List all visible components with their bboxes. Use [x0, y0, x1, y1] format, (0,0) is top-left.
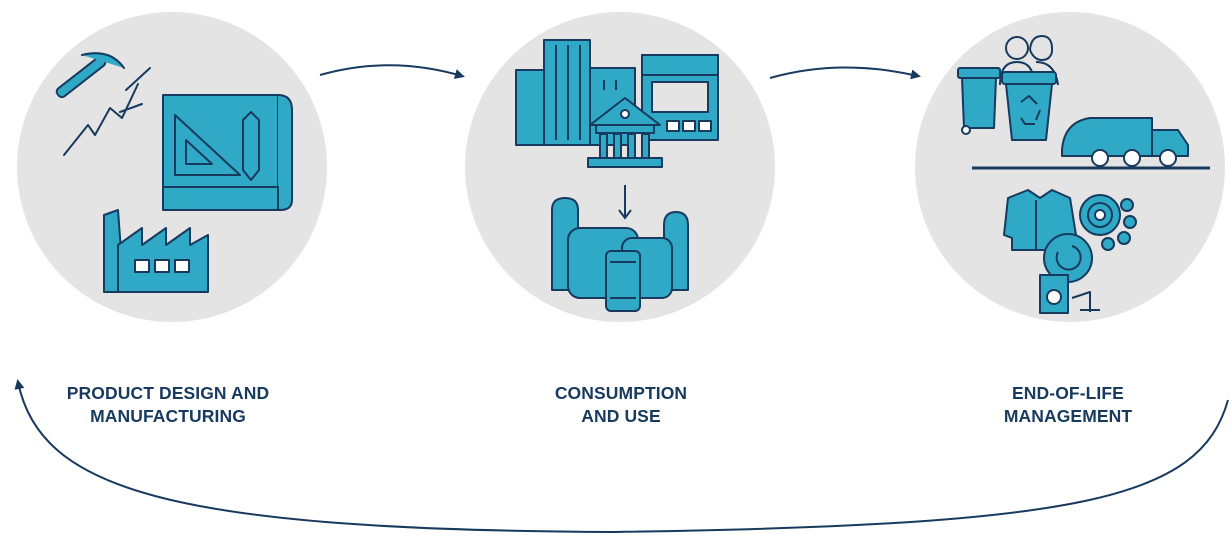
stage-label-end-of-life: END-OF-LIFE MANAGEMENT	[918, 382, 1218, 428]
washing-machine-icon	[1039, 233, 1100, 314]
stage-label-line1: PRODUCT DESIGN AND	[66, 383, 270, 403]
stage-label-product-design: PRODUCT DESIGN AND MANUFACTURING	[18, 382, 318, 428]
trash-bin-icon	[957, 67, 1001, 135]
smartphone-icon	[605, 250, 641, 312]
recycling-bin-icon	[1001, 71, 1057, 141]
garbage-truck-icon	[1061, 117, 1189, 167]
factory-icon	[103, 209, 209, 293]
pickaxe-icon	[55, 52, 151, 156]
blueprint-icon	[162, 94, 293, 211]
loop-arrow-end-of-life-to-design	[14, 379, 1229, 534]
stage-label-line2: MANAGEMENT	[1003, 406, 1133, 426]
bank-icon	[587, 97, 663, 168]
gears-icon	[1079, 194, 1137, 251]
arrow-consumption-to-end-of-life	[769, 66, 921, 80]
down-arrow-icon	[618, 185, 632, 220]
stage-label-line2: MANUFACTURING	[90, 406, 246, 426]
arrow-design-to-consumption	[319, 64, 465, 79]
stage-label-line1: CONSUMPTION	[554, 383, 688, 403]
stage-label-consumption: CONSUMPTION AND USE	[471, 382, 771, 428]
stage-label-line1: END-OF-LIFE	[1012, 383, 1124, 403]
stage-label-line2: AND USE	[581, 406, 661, 426]
